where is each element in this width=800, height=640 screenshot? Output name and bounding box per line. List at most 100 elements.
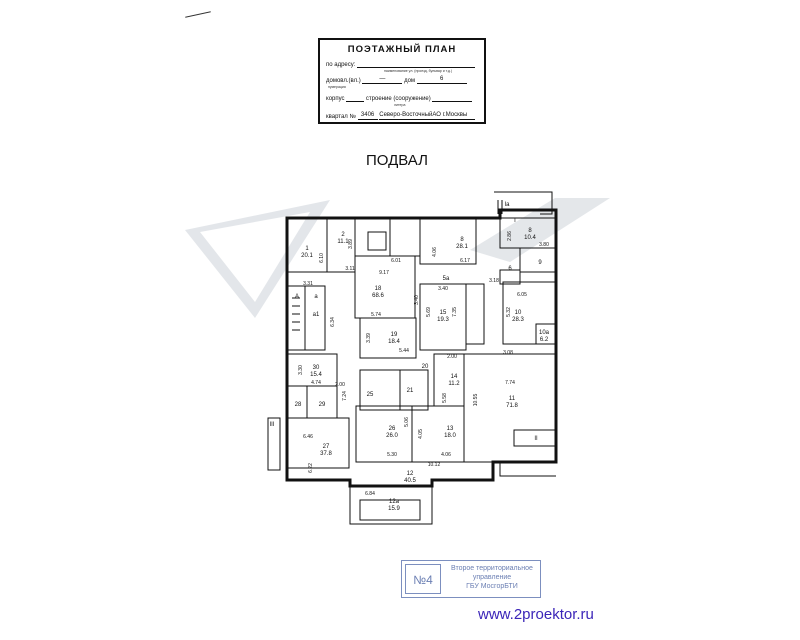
- svg-text:20: 20: [422, 364, 429, 370]
- address-hint: наименование ул. (проезд, бульвар и т.д.…: [384, 69, 453, 73]
- room-12-id: 12: [407, 471, 414, 477]
- room-12-area: 40.5: [404, 478, 416, 484]
- bti-stamp-line3: ГБУ МосгорБТИ: [466, 583, 518, 590]
- dimension-labels: 3.31 6.10 3.89 3.11 6.01 4.06 6.17 2.86 …: [298, 231, 549, 497]
- svg-text:3.80: 3.80: [539, 242, 549, 248]
- svg-text:4.06: 4.06: [432, 247, 438, 257]
- room-8b-area: 10.4: [524, 235, 536, 241]
- svg-text:6: 6: [508, 266, 512, 272]
- room-26-area: 26.0: [386, 433, 398, 439]
- svg-text:2.00: 2.00: [335, 382, 345, 388]
- room-1-id: 1: [305, 246, 309, 252]
- svg-text:9.17: 9.17: [379, 270, 389, 276]
- room-10a-area: 6.2: [540, 337, 549, 343]
- svg-text:3.39: 3.39: [366, 333, 372, 343]
- room-18-id: 18: [375, 286, 382, 292]
- svg-text:6.34: 6.34: [330, 317, 336, 327]
- svg-text:5.30: 5.30: [387, 452, 397, 458]
- svg-text:5.58: 5.58: [442, 393, 448, 403]
- room-8-area: 28.1: [456, 244, 468, 250]
- room-14-id: 14: [451, 374, 458, 380]
- room-27-area: 37.8: [320, 451, 332, 457]
- corpus-label: корпус: [326, 96, 345, 102]
- svg-text:3.40: 3.40: [414, 295, 420, 305]
- room-2-id: 2: [341, 232, 345, 238]
- room-8-id: 8: [460, 237, 464, 243]
- svg-text:a: a: [314, 294, 318, 300]
- svg-text:6.10: 6.10: [319, 253, 325, 263]
- svg-text:3.18: 3.18: [489, 278, 499, 284]
- svg-text:3.11: 3.11: [345, 266, 355, 272]
- room-12a-id: 12а: [389, 499, 400, 505]
- svg-text:10.55: 10.55: [473, 394, 479, 407]
- misc-labels: A a a1 9 6 5а 20 21 25 28 29 Iа I II III: [269, 202, 542, 442]
- svg-text:3.31: 3.31: [303, 281, 313, 287]
- svg-text:I: I: [514, 218, 516, 224]
- plan-walls: [267, 191, 558, 525]
- svg-text:6.05: 6.05: [517, 292, 527, 298]
- svg-text:3.40: 3.40: [438, 286, 448, 292]
- room-27-id: 27: [323, 444, 330, 450]
- room-18-area: 68.6: [372, 293, 384, 299]
- room-8b-id: 8: [528, 228, 532, 234]
- svg-text:2.86: 2.86: [507, 231, 513, 241]
- building-hint: нумерация: [328, 85, 346, 89]
- room-19-id: 19: [391, 332, 398, 338]
- svg-text:10.12: 10.12: [428, 462, 441, 468]
- site-url[interactable]: www.2proektor.ru: [478, 606, 594, 623]
- svg-text:6.46: 6.46: [303, 434, 313, 440]
- watermark: [185, 198, 610, 318]
- svg-text:7.74: 7.74: [505, 380, 515, 386]
- svg-text:5.44: 5.44: [399, 348, 409, 354]
- room-15-id: 15: [440, 310, 447, 316]
- svg-text:5.32: 5.32: [506, 307, 512, 317]
- room-19-area: 18.4: [388, 339, 400, 345]
- svg-text:7.35: 7.35: [452, 307, 458, 317]
- svg-text:4.74: 4.74: [311, 380, 321, 386]
- building-label: домовл.(вл.): [326, 78, 361, 84]
- svg-text:5.69: 5.69: [426, 307, 432, 317]
- room-30-id: 30: [313, 365, 320, 371]
- svg-text:21: 21: [407, 388, 414, 394]
- svg-text:25: 25: [367, 392, 374, 398]
- room-13-area: 18.0: [444, 433, 456, 439]
- quarter-label: квартал №: [326, 114, 356, 120]
- svg-text:7.24: 7.24: [342, 391, 348, 401]
- svg-text:9: 9: [538, 260, 542, 266]
- room-2-area: 11.1: [337, 239, 349, 245]
- room-labels: 1 20.1 2 11.1 18 68.6 8 28.1 8 10.4 15 1…: [301, 228, 550, 512]
- quarter-line: квартал № 3406 Северо-ВосточныйАО г.Моск…: [326, 112, 478, 120]
- room-11-id: 11: [509, 396, 516, 402]
- room-10-id: 10: [515, 310, 522, 316]
- room-10a-id: 10а: [539, 330, 550, 336]
- house-value: 6: [440, 76, 444, 82]
- svg-text:5.74: 5.74: [371, 312, 381, 318]
- sheet-title: ПОДВАЛ: [366, 152, 428, 169]
- svg-text:3.08: 3.08: [503, 350, 513, 356]
- svg-text:6.84: 6.84: [365, 491, 375, 497]
- room-10-area: 28.3: [512, 317, 524, 323]
- district-value: Северо-ВосточныйАО г.Москвы: [379, 112, 468, 118]
- address-line: по адресу:: [326, 60, 478, 68]
- svg-text:III: III: [269, 422, 274, 428]
- room-15-area: 19.3: [437, 317, 449, 323]
- svg-text:Iа: Iа: [504, 202, 510, 208]
- svg-text:4.06: 4.06: [441, 452, 451, 458]
- svg-text:2.00: 2.00: [447, 354, 457, 360]
- svg-text:II: II: [534, 436, 538, 442]
- quarter-value: 3406: [360, 112, 375, 118]
- structure-label: строение (сооружение): [365, 96, 431, 102]
- svg-text:3.30: 3.30: [298, 365, 304, 375]
- title-block-heading: ПОЭТАЖНЫЙ ПЛАН: [347, 44, 457, 55]
- address-label: по адресу:: [326, 62, 356, 68]
- svg-text:28: 28: [295, 402, 302, 408]
- room-26-id: 26: [389, 426, 396, 432]
- svg-text:6.01: 6.01: [391, 258, 401, 264]
- building-value: —: [379, 76, 386, 82]
- bti-stamp: №4 Второе территориальное управление ГБУ…: [401, 560, 541, 598]
- house-label: дом: [404, 78, 416, 84]
- svg-text:a1: a1: [313, 312, 320, 318]
- room-12a-area: 15.9: [388, 506, 400, 512]
- structure-hint: литера: [394, 103, 406, 107]
